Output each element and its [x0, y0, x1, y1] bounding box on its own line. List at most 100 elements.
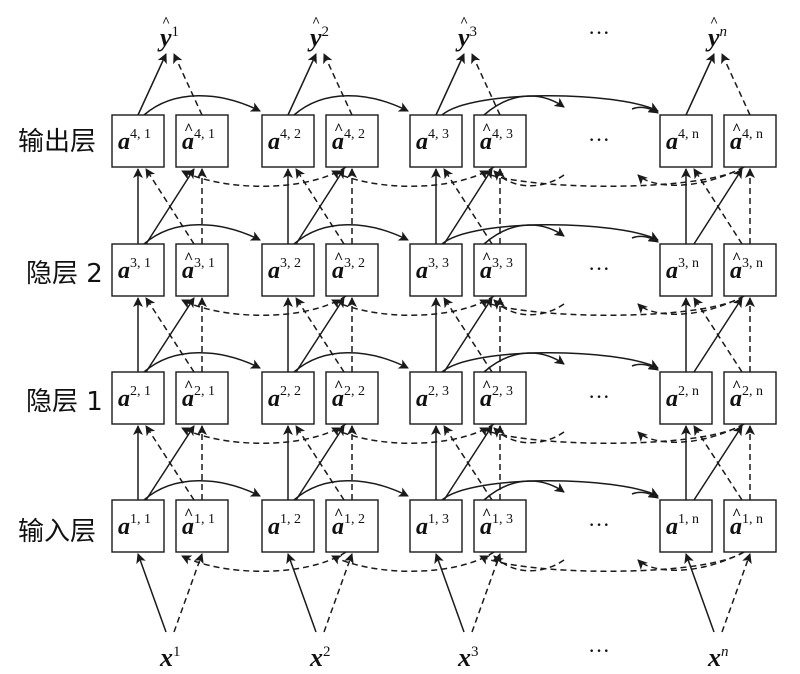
input-x-n: xn	[707, 643, 729, 672]
recurrent-backward-2-1	[331, 423, 495, 444]
forward-node-4-2: a4, 2	[261, 114, 315, 168]
cross-backward-3-1	[693, 168, 743, 245]
recurrent-forward-2-2	[441, 352, 659, 373]
input-to-forward-0	[136, 553, 167, 633]
ellipsis-5: ···	[588, 638, 610, 663]
svg-text:xn: xn	[707, 643, 729, 672]
forward-node-3-3: a3, 3	[409, 243, 463, 297]
forward-node-4-n: a4, n	[659, 114, 713, 168]
forward-to-output-2	[435, 53, 465, 116]
backward-node-3-2: a3, 2^	[325, 243, 379, 297]
backward-to-output-1	[323, 53, 353, 116]
recurrent-forward-3-1	[293, 480, 409, 501]
recurrent-backward-1-0	[181, 295, 347, 316]
input-x-2: x2	[309, 643, 331, 672]
backward-node-3-n: a3, n^	[723, 243, 777, 297]
svg-text:^: ^	[184, 250, 193, 267]
recurrent-backward-in-0	[637, 166, 745, 186]
recurrent-forward-1-1	[293, 224, 409, 245]
recurrent-forward-3-0	[143, 480, 261, 501]
backward-node-4-2: a4, 2^	[325, 114, 379, 168]
connections-layer	[133, 53, 755, 633]
svg-text:^: ^	[482, 121, 491, 138]
recurrent-backward-0-0	[181, 166, 347, 187]
recurrent-forward-0-0	[143, 95, 261, 116]
recurrent-forward-0-2	[441, 95, 659, 116]
backward-node-3-3: a3, 3^	[473, 243, 527, 297]
recurrent-backward-3-0	[181, 551, 347, 572]
recurrent-forward-3-2	[441, 480, 659, 501]
backward-node-1-n: a1, n^	[723, 499, 777, 553]
backward-node-1-2: a1, 2^	[325, 499, 379, 553]
svg-text:^: ^	[732, 121, 741, 138]
recurrent-forward-tail-3	[483, 480, 565, 501]
input-x-1: x1	[159, 643, 181, 672]
svg-text:^: ^	[732, 250, 741, 267]
backward-node-2-3: a2, 3^	[473, 371, 527, 425]
cross-backward-1-1	[295, 168, 345, 245]
input-to-forward-2	[434, 553, 465, 633]
recurrent-backward-0-1	[331, 166, 495, 187]
svg-text:^: ^	[184, 506, 193, 523]
backward-node-1-3: a1, 3^	[473, 499, 527, 553]
forward-node-3-2: a3, 2	[261, 243, 315, 297]
svg-text:^: ^	[334, 250, 343, 267]
forward-node-2-2: a2, 2	[261, 371, 315, 425]
forward-node-3-1: a3, 1	[111, 243, 165, 297]
recurrent-backward-1-2	[479, 295, 745, 316]
forward-node-1-1: a1, 1	[111, 499, 165, 553]
svg-text:^: ^	[710, 15, 718, 30]
layer-label-hidden-2: 隐层 2	[26, 259, 103, 289]
svg-text:^: ^	[732, 506, 741, 523]
svg-text:a3, 3: a3, 3	[480, 256, 513, 284]
svg-text:^: ^	[312, 15, 320, 30]
forward-node-1-n: a1, n	[659, 499, 713, 553]
svg-text:^: ^	[482, 506, 491, 523]
svg-text:^: ^	[334, 121, 343, 138]
recurrent-backward-tail-3	[493, 555, 565, 572]
cross-backward-0-1	[145, 168, 195, 245]
backward-node-3-1: a3, 1^	[175, 243, 229, 297]
output-y-3: ^y3	[455, 15, 477, 52]
svg-text:y1: y1	[157, 23, 179, 52]
forward-node-4-1: a4, 1	[111, 114, 165, 168]
forward-to-output-0	[137, 53, 167, 116]
cross-backward-2-2	[443, 297, 493, 373]
cross-backward-1-3	[295, 425, 345, 501]
input-to-backward-0	[173, 553, 204, 633]
cross-backward-3-2	[693, 297, 743, 373]
forward-node-4-3: a4, 3	[409, 114, 463, 168]
svg-text:^: ^	[162, 15, 170, 30]
recurrent-forward-in-2	[631, 360, 659, 371]
input-to-backward-2	[471, 553, 502, 633]
cross-backward-2-3	[443, 425, 493, 501]
recurrent-backward-3-1	[331, 551, 495, 572]
forward-node-3-n: a3, n	[659, 243, 713, 297]
ellipsis-0: ···	[588, 20, 610, 45]
backward-node-2-2: a2, 2^	[325, 371, 379, 425]
output-y-n: ^yn	[705, 15, 727, 52]
cross-backward-0-3	[145, 425, 195, 501]
backward-node-4-3: a4, 3^	[473, 114, 527, 168]
svg-text:^: ^	[334, 506, 343, 523]
svg-text:y3: y3	[455, 23, 477, 52]
forward-node-1-2: a1, 2	[261, 499, 315, 553]
forward-node-2-1: a2, 1	[111, 371, 165, 425]
input-to-forward-1	[286, 553, 317, 633]
cross-backward-0-2	[145, 297, 195, 373]
ellipsis-2: ···	[588, 256, 610, 281]
output-y-1: ^y1	[157, 15, 179, 52]
cross-backward-1-2	[295, 297, 345, 373]
ellipsis-3: ···	[588, 384, 610, 409]
recurrent-forward-2-1	[293, 352, 409, 373]
recurrent-backward-0-2	[479, 166, 745, 187]
cross-backward-2-1	[443, 168, 493, 245]
backward-node-2-1: a2, 1^	[175, 371, 229, 425]
backward-node-1-1: a1, 1^	[175, 499, 229, 553]
backward-to-output-0	[173, 53, 203, 116]
recurrent-backward-in-3	[637, 551, 745, 571]
recurrent-backward-in-2	[637, 423, 745, 443]
